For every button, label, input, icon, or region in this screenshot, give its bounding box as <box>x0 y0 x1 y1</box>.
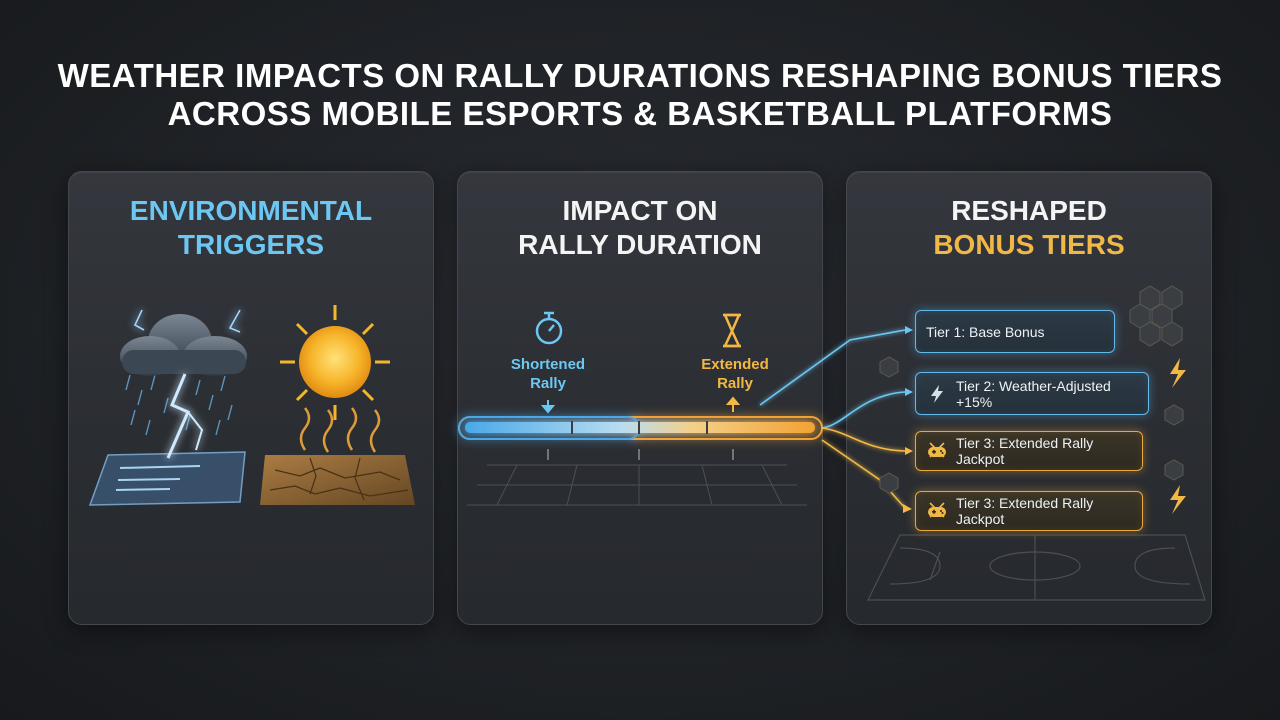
tier-2-box: Tier 2: Weather-Adjusted +15% <box>915 372 1149 415</box>
panel-title-line-2: TRIGGERS <box>177 229 325 260</box>
lightning-bolt-icon <box>133 309 241 459</box>
cracked-ground-icon <box>260 455 415 505</box>
gamepad-icon <box>928 442 946 458</box>
rain-icon <box>125 374 233 436</box>
tier-4-box: Tier 3: Extended Rally Jackpot <box>915 491 1143 531</box>
arrow-up-icon <box>725 396 741 412</box>
rally-duration-diagram <box>458 311 823 506</box>
panel-title-line-1: RESHAPED <box>951 195 1107 226</box>
page-title-line-1: WEATHER IMPACTS ON RALLY DURATIONS RESHA… <box>57 57 1223 94</box>
panel-title-line-2: BONUS TIERS <box>933 229 1125 260</box>
lightning-icon <box>931 384 943 403</box>
tier-1-label: Tier 1: Base Bonus <box>926 323 1045 340</box>
hourglass-icon <box>723 313 741 348</box>
basketball-court-lines <box>867 534 1206 601</box>
page-title: WEATHER IMPACTS ON RALLY DURATIONS RESHA… <box>0 57 1280 133</box>
hexagon-decoration <box>879 285 1184 494</box>
extended-rally-label-line-1: Extended <box>701 356 769 373</box>
arrow-down-icon <box>540 400 556 414</box>
stopwatch-icon <box>535 311 563 345</box>
tier-2-label: Tier 2: Weather-Adjusted +15% <box>956 377 1111 410</box>
panel-title-line-1: IMPACT ON <box>562 195 718 226</box>
panel-title-environmental-triggers: ENVIRONMENTAL TRIGGERS <box>69 194 433 262</box>
sun-icon <box>280 305 390 420</box>
rally-duration-panel: IMPACT ON RALLY DURATION <box>457 171 823 625</box>
lightning-decoration-icon <box>1170 358 1186 514</box>
gamepad-icon <box>928 502 946 518</box>
device-screen-icon <box>88 451 246 506</box>
tier-1-box: Tier 1: Base Bonus <box>915 310 1115 353</box>
panel-title-line-2: RALLY DURATION <box>518 229 762 260</box>
shortened-rally-label-line-2: Rally <box>530 375 566 392</box>
panel-title-line-1: ENVIRONMENTAL <box>129 195 373 226</box>
panel-title-bonus-tiers: RESHAPED BONUS TIERS <box>847 194 1211 262</box>
perspective-grid <box>467 464 807 506</box>
tier-3-label: Tier 3: Extended Rally Jackpot <box>956 435 1094 467</box>
shortened-rally-label: Shortened Rally <box>493 355 603 393</box>
panel-title-rally-duration: IMPACT ON RALLY DURATION <box>458 194 822 262</box>
heat-waves-icon <box>299 407 381 453</box>
page-title-line-2: ACROSS MOBILE ESPORTS & BASKETBALL PLATF… <box>167 95 1113 132</box>
shortened-rally-label-line-1: Shortened <box>510 356 586 373</box>
extended-rally-label: Extended Rally <box>680 355 790 393</box>
tier-3-box: Tier 3: Extended Rally Jackpot <box>915 431 1143 471</box>
tier-4-label: Tier 3: Extended Rally Jackpot <box>956 495 1094 527</box>
storm-cloud-icon <box>120 314 247 376</box>
extended-rally-label-line-2: Rally <box>717 375 753 392</box>
weather-illustration <box>88 305 415 506</box>
